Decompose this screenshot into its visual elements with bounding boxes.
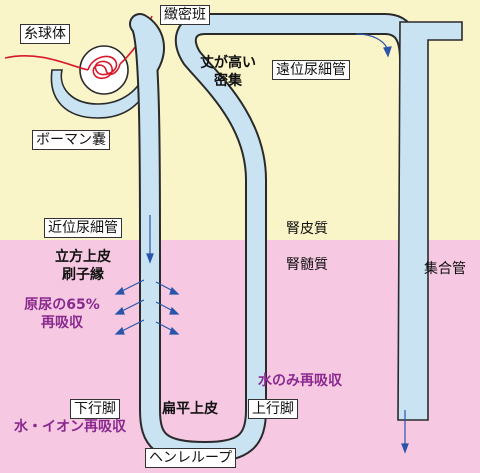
label-medulla: 腎髄質 (286, 257, 328, 273)
label-reabsorb-65: 原尿の65% 再吸収 (16, 296, 108, 332)
label-tall-dense-line2: 密集 (214, 73, 242, 89)
label-reabsorb-line1: 原尿の65% (24, 297, 100, 313)
label-tall-dense-line1: 丈が高い (200, 55, 256, 71)
glomerulus-coil (87, 55, 121, 80)
afferent-capillary (4, 54, 89, 71)
label-cortex: 腎皮質 (286, 221, 328, 237)
label-water-only: 水のみ再吸収 (258, 373, 342, 389)
label-proximal-tubule: 近位尿細管 (44, 218, 122, 238)
label-glomerulus: 糸球体 (20, 24, 70, 44)
label-macula-densa: 緻密班 (160, 5, 210, 25)
label-cuboidal-line2: 刷子縁 (62, 267, 104, 283)
label-distal-tubule: 遠位尿細管 (272, 60, 350, 80)
label-water-ion: 水・イオン再吸収 (14, 419, 126, 435)
label-reabsorb-line2: 再吸収 (41, 315, 83, 331)
reabsorption-arrows (114, 279, 180, 335)
label-henle-loop: ヘンレループ (145, 448, 237, 468)
label-collecting-duct: 集合管 (424, 261, 466, 277)
label-descending-limb: 下行脚 (70, 399, 120, 419)
collecting-duct-top (397, 21, 463, 421)
label-ascending-limb: 上行脚 (248, 399, 298, 419)
glomerulus (79, 45, 129, 95)
label-flat-epithelium: 扁平上皮 (162, 401, 218, 417)
label-bowman-capsule: ボーマン嚢 (32, 130, 110, 150)
label-tall-dense: 丈が高い 密集 (198, 54, 258, 90)
label-cuboidal-line1: 立方上皮 (55, 249, 111, 265)
label-cuboidal-brush: 立方上皮 刷子縁 (40, 248, 126, 284)
tubule-fill (131, 15, 419, 461)
flow-arrows (146, 33, 409, 454)
